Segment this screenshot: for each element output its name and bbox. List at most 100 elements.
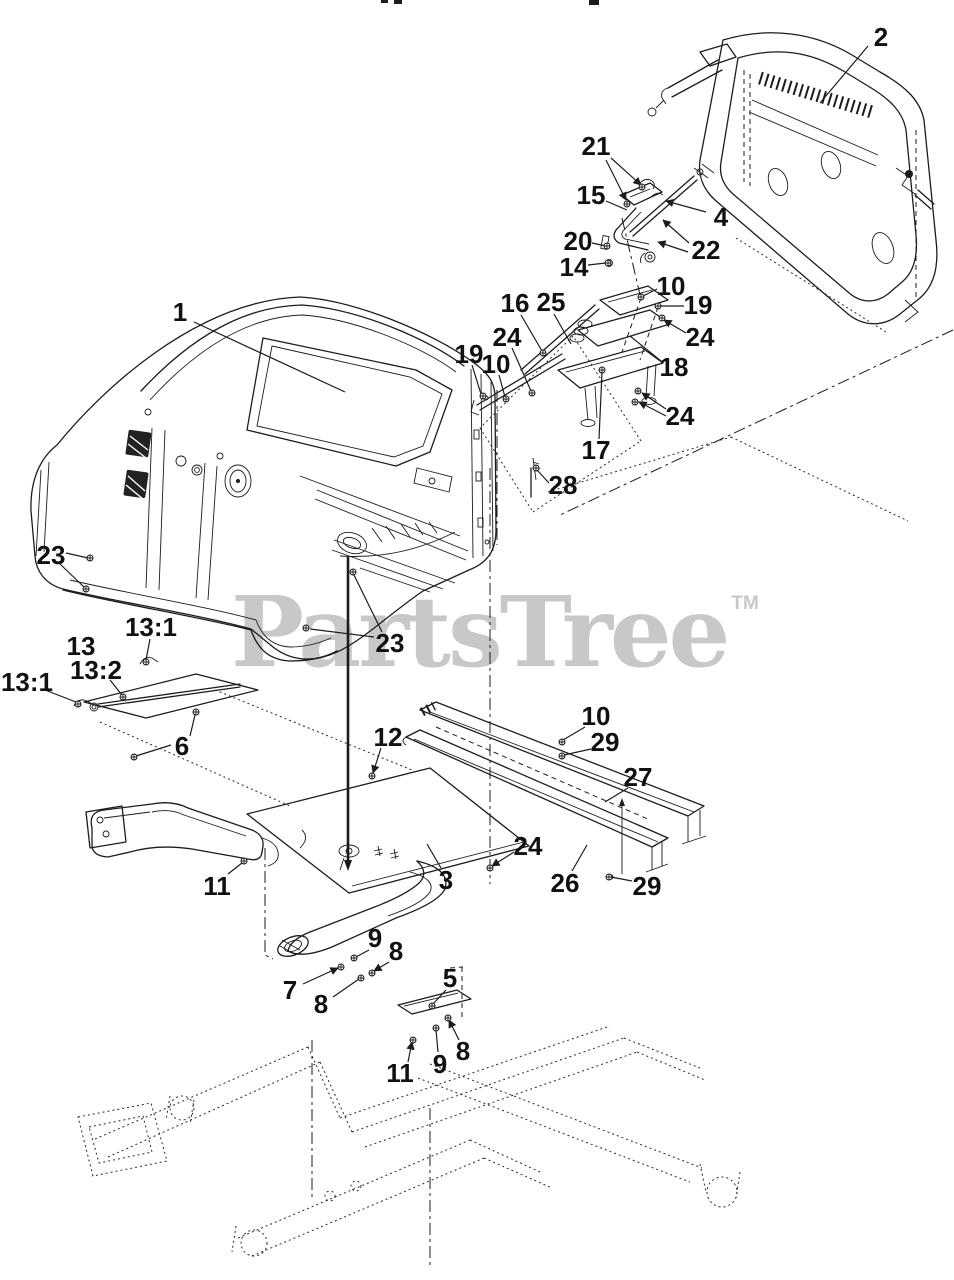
callout-22: 22 [692,235,721,265]
leader-line [553,313,572,345]
bracket-part-5 [397,966,472,1020]
callout-17: 17 [582,435,611,465]
fastener-glyph [368,969,376,977]
leader-line [353,574,383,633]
fastener-glyph [637,293,645,301]
leader-line [302,967,339,985]
fastener-glyph [528,389,536,397]
callout-8: 8 [389,936,403,966]
leader-line [642,288,658,297]
left-arm-bracket [85,802,274,960]
watermark-text: PartsTree [231,575,730,689]
leader-line [638,401,667,417]
leader-line [448,1019,460,1041]
leader-line [371,747,382,774]
callout-8: 8 [314,989,328,1019]
leader-line [471,364,482,395]
callout-19: 19 [684,290,713,320]
leader-line [610,876,633,882]
fastener-glyph [598,366,606,374]
callout-15: 15 [577,180,606,210]
leader-lines [44,45,869,1063]
fastener-glyph [502,395,510,403]
fastener-glyph [532,464,540,472]
leader-line [520,314,543,352]
leader-line [491,851,515,867]
fastener-glyph [638,183,646,191]
fastener-glyph [428,1002,436,1010]
leader-line [332,978,360,998]
callout-3: 3 [439,865,453,895]
callout-10: 10 [582,701,611,731]
fastener-glyph [603,242,611,250]
leader-line [610,157,642,186]
hood-brand-logo [337,521,456,557]
leader-line [641,392,667,410]
fastener-glyph [605,873,613,881]
leader-line [536,469,550,484]
callout-13:1: 13:1 [1,667,53,697]
fastener-glyph [142,658,150,666]
fastener-glyph [539,349,547,357]
fastener-glyph [654,302,662,310]
leader-line [406,1041,415,1063]
callout-13:2: 13:2 [70,655,122,685]
leader-line [662,219,690,244]
callout-13:1: 13:1 [125,612,177,642]
leader-line [135,744,172,757]
fastener-glyph [623,200,631,208]
leader-line [373,961,390,972]
callout-11: 11 [203,871,231,901]
callout-23: 23 [37,540,66,570]
fastener-glyph [631,398,639,406]
callout-11: 11 [386,1058,414,1088]
callout-7: 7 [283,975,297,1005]
fastener-glyph [479,392,487,400]
callout-24: 24 [686,322,715,352]
leader-line [432,989,447,1005]
callout-10: 10 [482,349,511,379]
fastener-glyph [432,1024,440,1032]
hood-part-1 [30,296,498,662]
callout-29: 29 [633,871,662,901]
callout-26: 26 [551,868,580,898]
leader-line [665,198,707,213]
fastener-glyph [337,963,345,971]
leader-line [189,714,196,737]
leader-line [65,552,89,559]
fastener-glyph [130,753,138,761]
leader-line [44,689,77,703]
fastener-glyph [350,954,358,962]
fastener-glyph [86,554,94,562]
callout-29: 29 [591,727,620,757]
rear-panel-part-2 [559,32,954,516]
callout-20: 20 [564,226,593,256]
fastener-glyph [634,387,642,395]
fastener-glyph [192,708,200,716]
leader-line [355,949,370,958]
fastener-glyph [444,1014,452,1022]
fastener-glyph [357,974,365,982]
callout-9: 9 [433,1049,447,1079]
watermark: PartsTree TM [231,584,759,681]
leader-line [629,335,662,362]
leader-line [227,862,243,875]
callout-9: 9 [368,923,382,953]
callout-5: 5 [443,963,457,993]
callout-16: 16 [501,288,530,318]
leader-line [511,347,532,392]
fastener-glyph [658,314,666,322]
callout-10: 10 [657,271,686,301]
fastener-glyph [349,568,357,576]
fastener-glyph [368,772,376,780]
fastener-glyph [558,752,566,760]
leader-line [598,371,603,440]
fastener-glyph [558,738,566,746]
callout-2: 2 [874,22,888,52]
callout-21: 21 [582,131,611,161]
leader-line [193,321,346,393]
leader-line [571,844,588,872]
leader-line [435,1029,439,1053]
callout-14: 14 [560,252,589,282]
